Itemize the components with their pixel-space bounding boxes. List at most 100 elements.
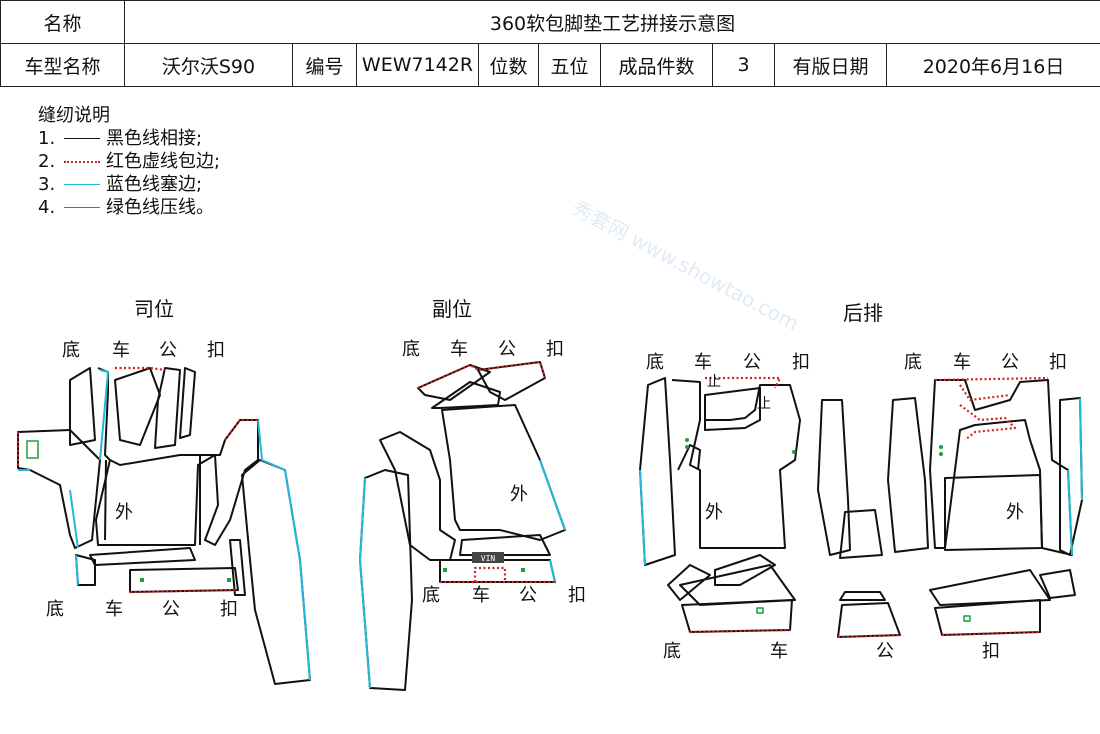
driver-red-right <box>224 418 258 441</box>
rear-top-left-label-3: 公 <box>743 352 761 373</box>
rear-right-main <box>929 379 1073 556</box>
driver-blue-edge-left <box>18 469 79 549</box>
legend-item-red: 2. 红色虚线包边; <box>38 151 221 172</box>
driver-seam-bar <box>89 547 196 566</box>
driver-blue-edge-right <box>257 419 311 681</box>
driver-left-flap <box>17 429 101 549</box>
model-value: 沃尔沃S90 <box>124 43 293 87</box>
rear-right-tall <box>1059 397 1083 556</box>
rear-left-tall <box>817 399 851 556</box>
rear-left-pillar <box>639 377 676 566</box>
driver-green-rect <box>26 440 39 459</box>
passenger-bottom-label-3: 公 <box>519 585 537 606</box>
rear-top-right-label-3: 公 <box>1001 352 1019 373</box>
driver-top-label-2: 车 <box>112 340 130 361</box>
rear-top-left-label-1: 底 <box>646 352 664 373</box>
passenger-green-mark-2 <box>521 568 525 572</box>
date-value: 2020年6月16日 <box>885 43 1100 87</box>
rear-green-rect-left <box>756 607 764 614</box>
driver-left-small <box>75 554 96 586</box>
rear-center-cap-bottom <box>839 591 886 601</box>
rear-red-right-bottom <box>941 630 1041 637</box>
rear-right-lower-piece <box>1039 569 1076 599</box>
seats-label: 位数 <box>478 43 539 87</box>
vin-tag: VIN <box>472 552 504 563</box>
driver-blue-flap <box>99 369 109 461</box>
driver-bottom-label-1: 底 <box>46 599 64 620</box>
passenger-outer-label: 外 <box>510 484 528 505</box>
driver-side-flap <box>241 459 311 685</box>
driver-top-piece-a <box>114 367 161 446</box>
rear-red-center-pad <box>837 633 901 639</box>
legend-title: 缝纫说明 <box>38 105 110 126</box>
seats-value: 五位 <box>538 43 601 87</box>
driver-bottom-label-2: 车 <box>105 599 123 620</box>
rear-top-right-label-1: 底 <box>904 352 922 373</box>
passenger-top-label-3: 公 <box>498 339 516 360</box>
rear-top-right-label-2: 车 <box>953 352 971 373</box>
driver-bottom-label-4: 扣 <box>220 599 238 620</box>
passenger-top-label-4: 扣 <box>546 339 564 360</box>
legend-item-green: 4. 绿色线压线。 <box>38 197 214 218</box>
passenger-red-u <box>473 566 507 582</box>
passenger-bottom-bar <box>439 559 556 583</box>
rear-green-rect-right <box>963 615 971 622</box>
passenger-top-label-1: 底 <box>402 339 420 360</box>
passenger-bottom-label-4: 扣 <box>568 585 586 606</box>
passenger-top-left <box>417 364 491 401</box>
document-title: 360软包脚垫工艺拼接示意图 <box>123 0 1100 44</box>
name-label: 名称 <box>0 0 125 44</box>
driver-center-divider <box>104 455 201 545</box>
rear-blue-left <box>639 469 646 566</box>
passenger-main-floor <box>441 404 566 541</box>
driver-top-label-4: 扣 <box>207 340 225 361</box>
driver-top-piece-b <box>154 367 181 449</box>
rear-left-main <box>671 379 801 549</box>
rear-right-inner-main <box>944 474 1043 551</box>
rear-bottom-label-3: 公 <box>876 641 894 662</box>
rear-blue-tall <box>1079 397 1083 501</box>
rear-center-cap <box>839 509 883 559</box>
date-label: 有版日期 <box>774 43 887 87</box>
rear-top-left-label-4: 扣 <box>792 352 810 373</box>
rear-stop-mark-2: 止 <box>757 396 771 412</box>
driver-top-left-piece <box>69 367 96 446</box>
rear-bottom-label-4: 扣 <box>982 641 1000 662</box>
rear-green-dot-3 <box>792 450 796 454</box>
passenger-blue-edge <box>359 477 371 689</box>
passenger-top-label-2: 车 <box>450 339 468 360</box>
header-table: 名称 360软包脚垫工艺拼接示意图 车型名称 沃尔沃S90 编号 WEW7142… <box>0 0 1100 87</box>
rear-outer-right-label: 外 <box>1006 502 1024 523</box>
rear-top-right-label-4: 扣 <box>1049 352 1067 373</box>
count-label: 成品件数 <box>600 43 713 87</box>
rear-red-left-bottom <box>689 628 791 634</box>
driver-bottom-label-3: 公 <box>162 599 180 620</box>
driver-top-label-3: 公 <box>159 340 177 361</box>
rear-green-dot-1 <box>685 438 689 442</box>
passenger-green-mark-1 <box>443 568 447 572</box>
rear-stop-mark-1: 止 <box>707 374 721 390</box>
passenger-blue-right <box>539 459 566 583</box>
black-line-swatch <box>64 138 100 139</box>
count-value: 3 <box>712 43 775 87</box>
legend-item-black: 1. 黑色线相接; <box>38 128 203 149</box>
rear-left-mid-piece <box>714 554 776 586</box>
sewing-legend: 缝纫说明 1. 黑色线相接; 2. 红色虚线包边; 3. 蓝色线塞边; 4. 绿… <box>38 104 220 219</box>
blue-line-swatch <box>64 184 100 185</box>
green-line-swatch <box>64 207 100 208</box>
rear-center-pad <box>837 602 901 638</box>
passenger-left-flap <box>379 431 456 561</box>
driver-heelpad <box>129 567 239 593</box>
rear-left-lower-wide <box>679 564 796 606</box>
red-dotted-swatch <box>64 160 100 163</box>
driver-outer-label: 外 <box>115 502 133 523</box>
rear-green-dot-2 <box>685 445 689 449</box>
rear-left-lower-strip <box>681 599 793 633</box>
driver-red-top <box>115 366 166 372</box>
passenger-title: 副位 <box>432 297 472 321</box>
passenger-bottom-label-1: 底 <box>422 585 440 606</box>
driver-red-bottom <box>129 588 239 594</box>
rear-blue-right <box>1067 469 1073 556</box>
